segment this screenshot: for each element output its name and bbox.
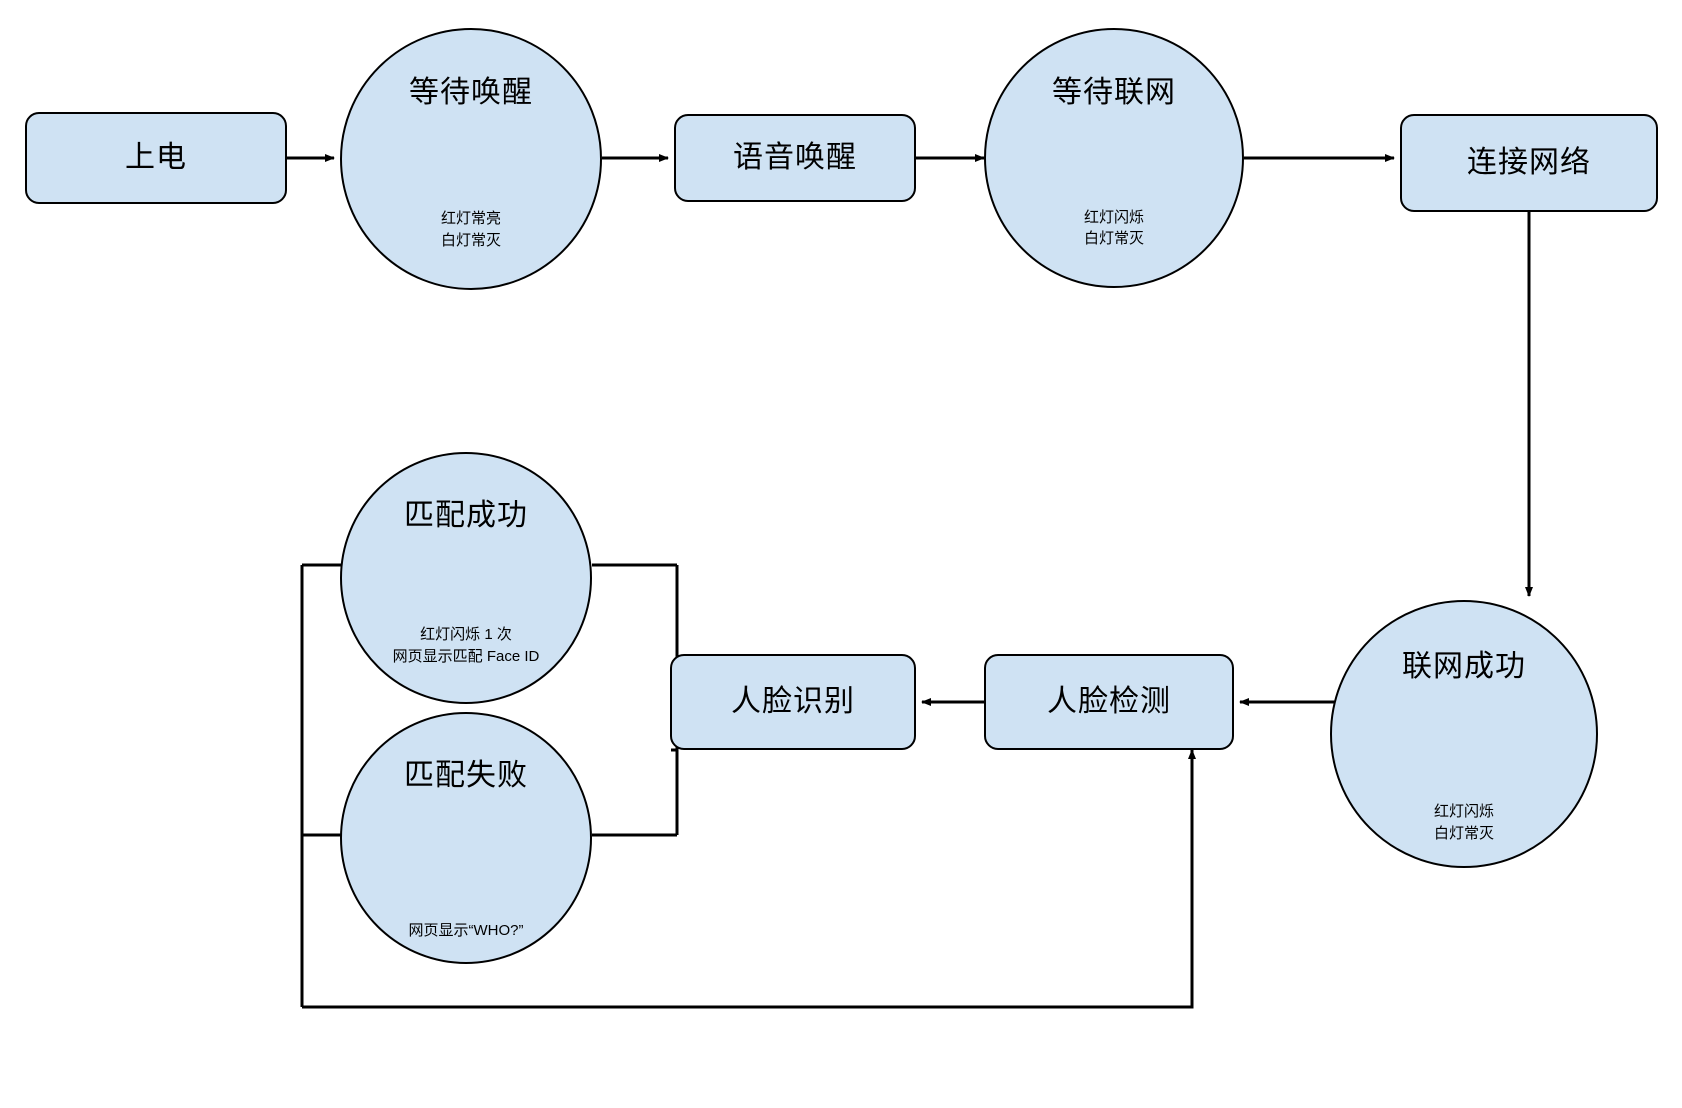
node-title: 联网成功 bbox=[1402, 649, 1526, 683]
node-face-detect[interactable]: 人脸检测 bbox=[984, 654, 1234, 750]
node-face-recognize[interactable]: 人脸识别 bbox=[670, 654, 916, 750]
node-title: 匹配成功 bbox=[404, 498, 528, 532]
node-subtext: 网页显示“WHO?” bbox=[408, 922, 524, 940]
node-connect-network[interactable]: 连接网络 bbox=[1400, 114, 1658, 212]
node-title: 等待唤醒 bbox=[409, 76, 533, 110]
node-subtext: 红灯常亮 白灯常灭 bbox=[440, 210, 501, 250]
node-title: 语音唤醒 bbox=[733, 140, 857, 174]
node-title: 人脸识别 bbox=[731, 684, 855, 718]
node-subtext: 红灯闪烁 白灯常灭 bbox=[1083, 208, 1144, 248]
node-match-fail[interactable]: 匹配失败 网页显示“WHO?” bbox=[340, 712, 592, 964]
node-title: 上电 bbox=[125, 140, 187, 174]
node-title: 等待联网 bbox=[1052, 76, 1176, 110]
node-title: 连接网络 bbox=[1467, 145, 1591, 179]
node-voice-wakeup[interactable]: 语音唤醒 bbox=[674, 114, 916, 202]
node-title: 匹配失败 bbox=[404, 758, 528, 792]
node-waiting-wakeup[interactable]: 等待唤醒 红灯常亮 白灯常灭 bbox=[340, 28, 602, 290]
node-subtext: 红灯闪烁 1 次 网页显示匹配 Face ID bbox=[392, 625, 540, 665]
node-match-success[interactable]: 匹配成功 红灯闪烁 1 次 网页显示匹配 Face ID bbox=[340, 452, 592, 704]
node-power-on[interactable]: 上电 bbox=[25, 112, 287, 204]
node-title: 人脸检测 bbox=[1047, 684, 1171, 718]
node-network-success[interactable]: 联网成功 红灯闪烁 白灯常灭 bbox=[1330, 600, 1598, 868]
node-subtext: 红灯闪烁 白灯常灭 bbox=[1433, 803, 1494, 843]
node-waiting-network[interactable]: 等待联网 红灯闪烁 白灯常灭 bbox=[984, 28, 1244, 288]
